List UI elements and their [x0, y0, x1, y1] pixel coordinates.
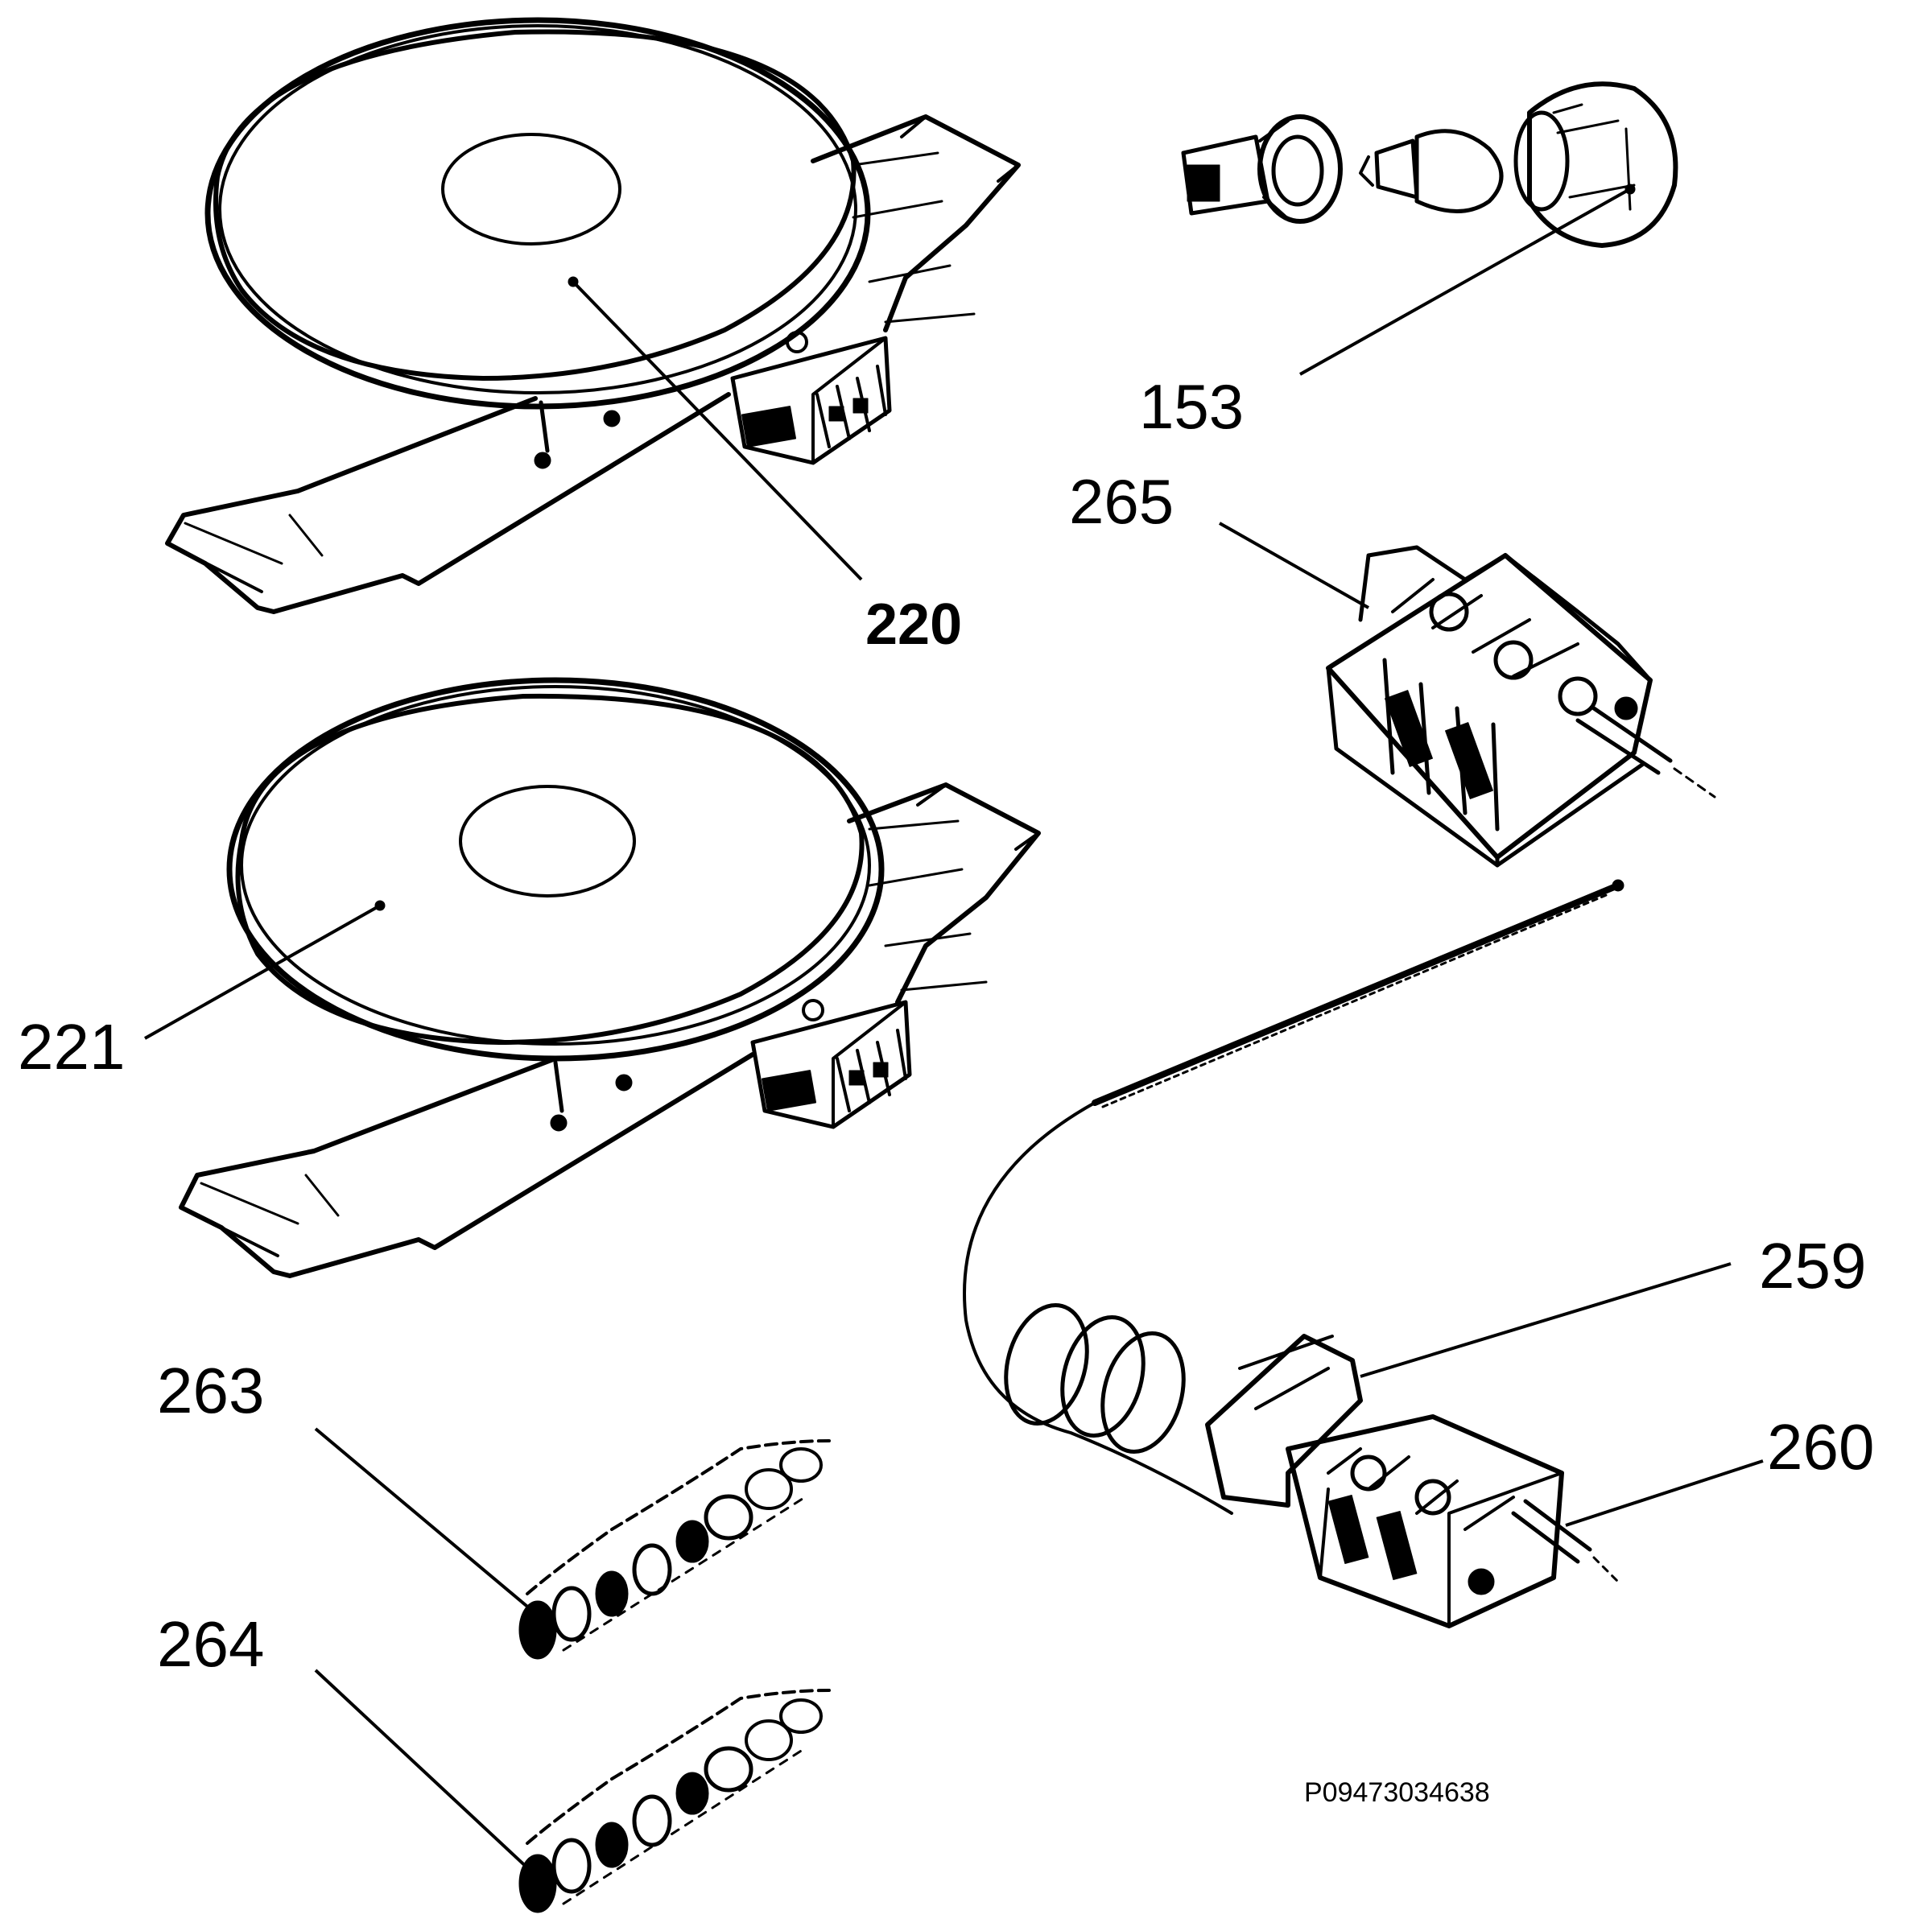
leader-259 — [1360, 1262, 1732, 1378]
leader-265 — [1219, 522, 1369, 609]
callout-265: 265 — [1069, 466, 1174, 537]
callout-259: 259 — [1759, 1230, 1866, 1302]
leader-263 — [314, 1427, 533, 1611]
callout-153: 153 — [1139, 371, 1244, 442]
callout-221: 221 — [18, 1011, 125, 1083]
leader-264 — [314, 1669, 533, 1873]
connector-264 — [520, 1690, 829, 1912]
callout-labels: 153 265 220 221 259 260 263 264 — [18, 371, 1874, 1680]
leader-lines — [144, 185, 1764, 1873]
leader-221 — [144, 904, 381, 1040]
callout-264: 264 — [157, 1608, 264, 1680]
reference-code: P09473034638 — [1304, 1777, 1490, 1808]
leader-220 — [572, 280, 863, 581]
hotplate-221 — [181, 680, 1038, 1276]
lamp-assembly-153 — [1183, 84, 1675, 246]
selector-switch-265 — [1328, 547, 1715, 865]
connector-263 — [520, 1441, 829, 1658]
thermostat-259-260 — [964, 880, 1624, 1626]
hotplate-220 — [167, 20, 1018, 612]
callout-263: 263 — [157, 1355, 264, 1426]
leader-260 — [1565, 1459, 1764, 1527]
callout-260: 260 — [1767, 1411, 1874, 1483]
leader-153 — [1299, 185, 1635, 376]
callout-220: 220 — [865, 592, 962, 657]
